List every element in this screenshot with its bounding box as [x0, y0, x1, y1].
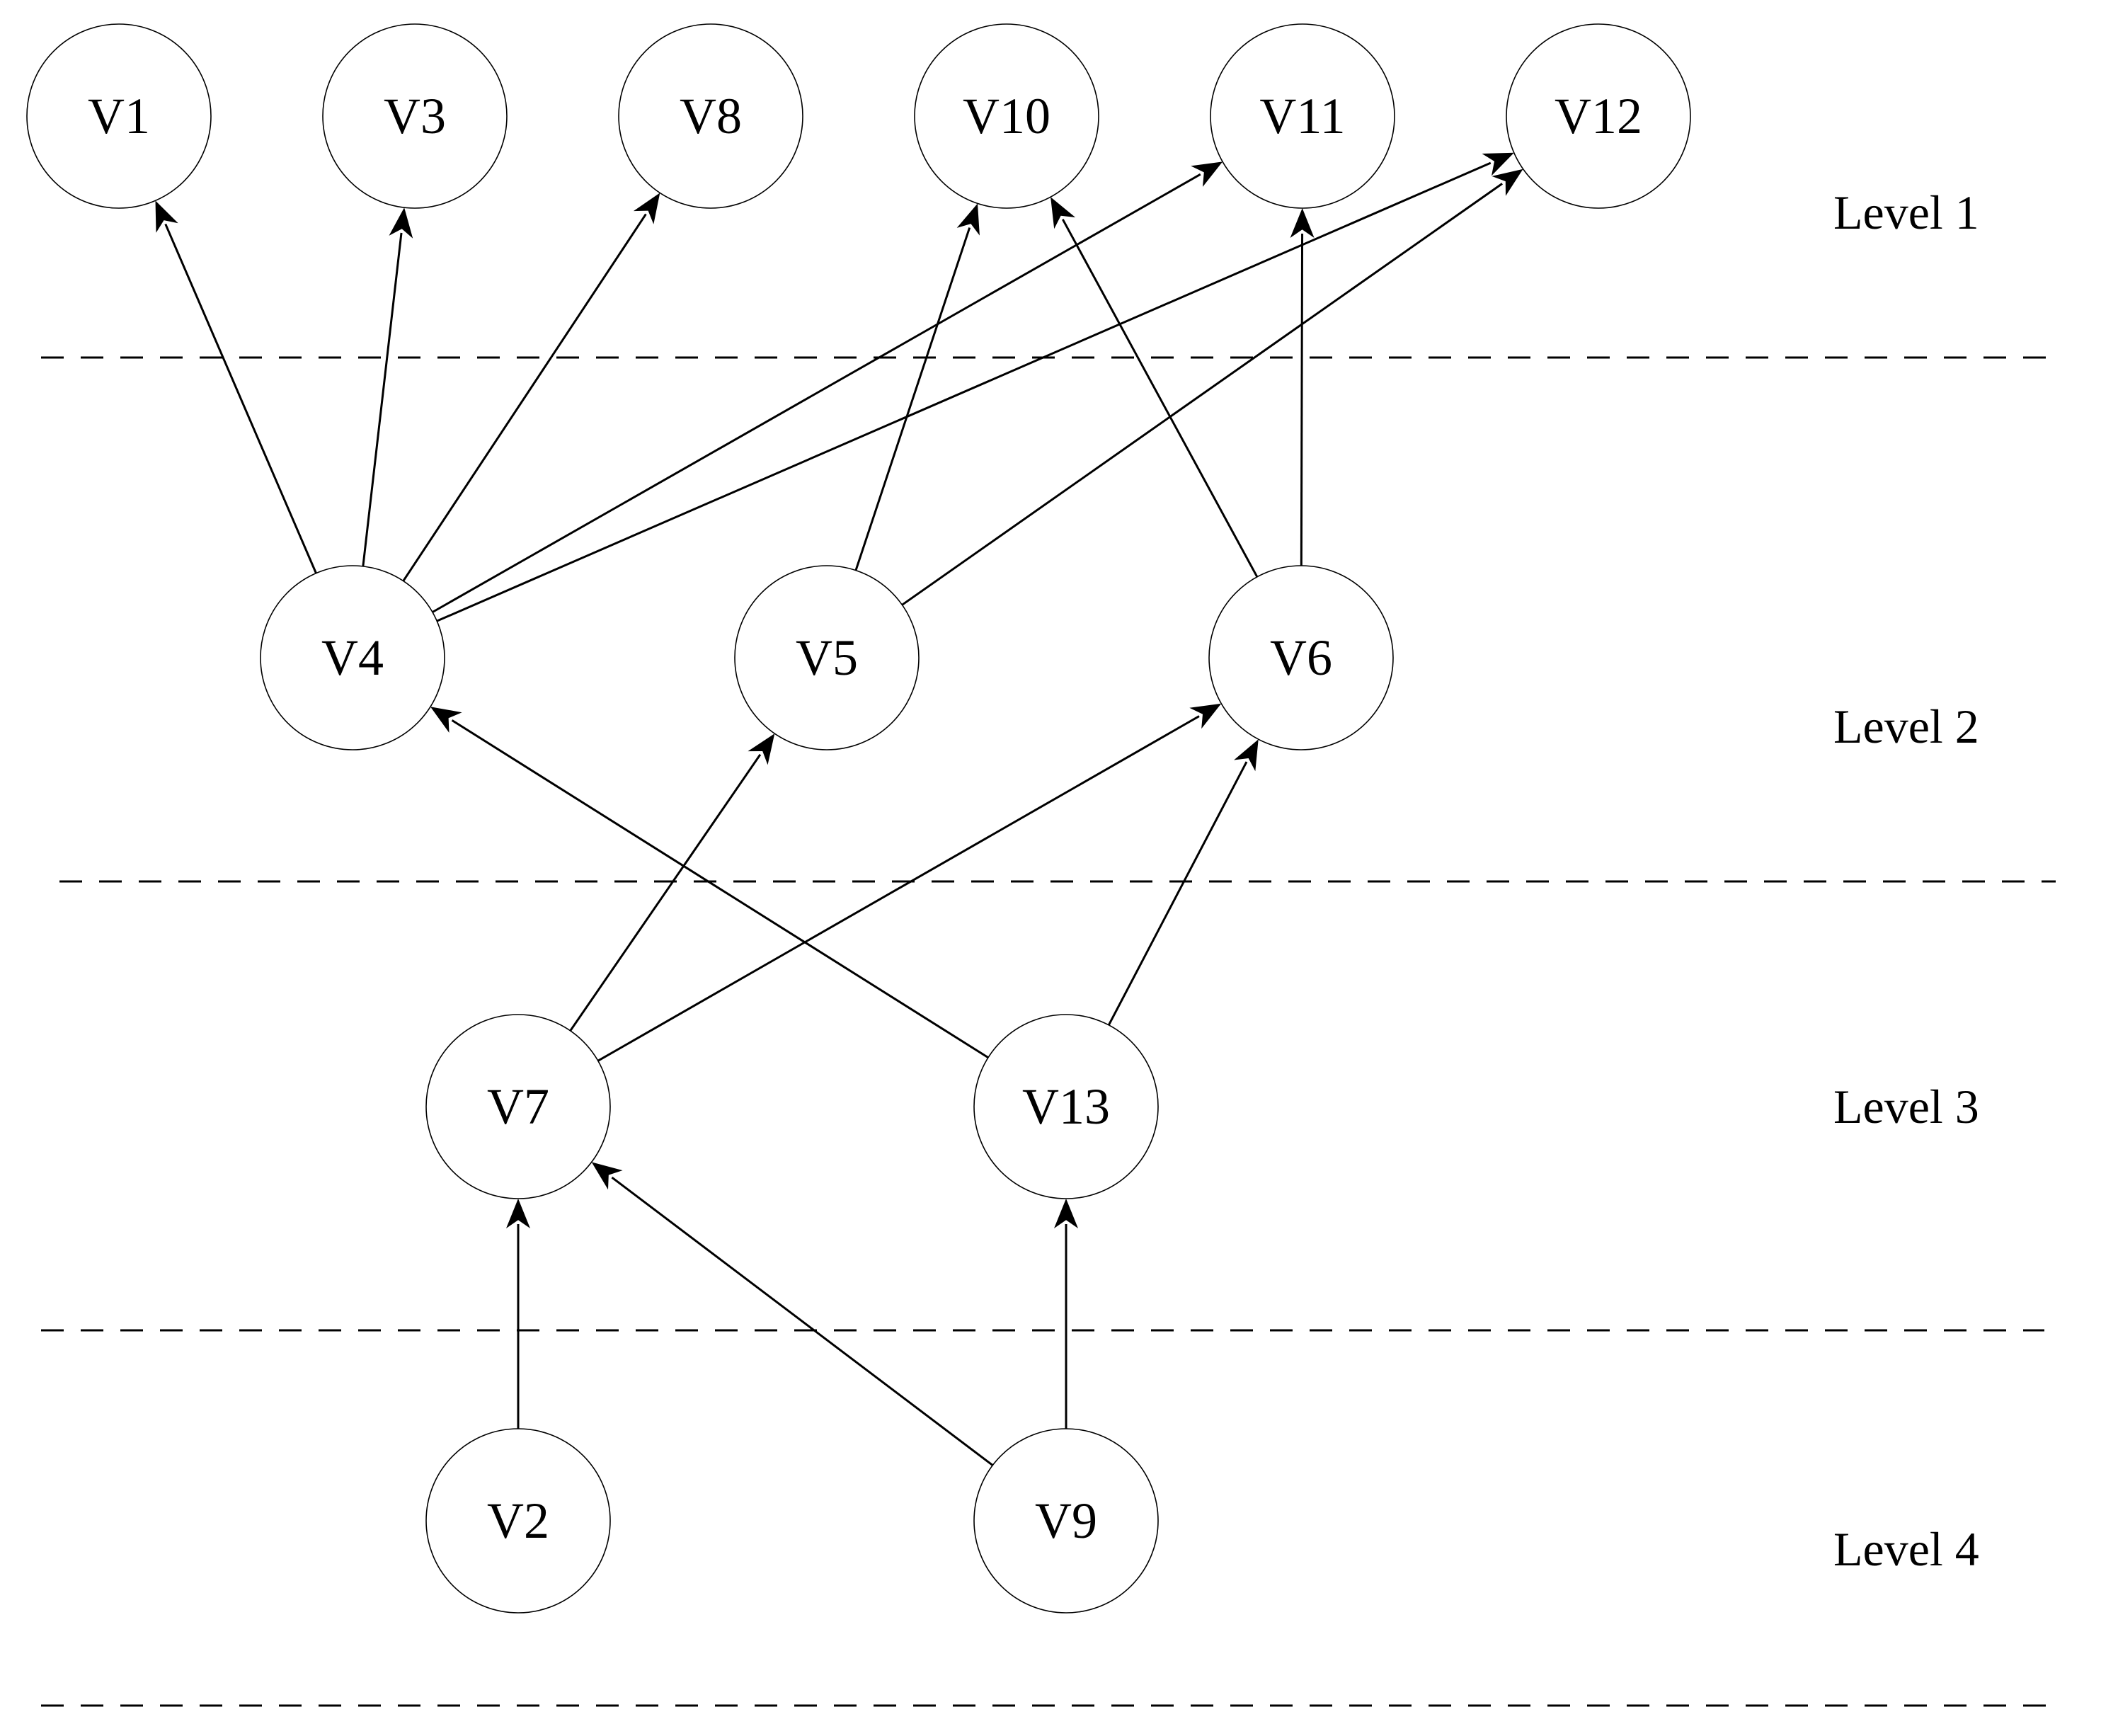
edge-v2-to-v7 [506, 1199, 530, 1429]
node-label: V4 [321, 629, 384, 686]
node-circle [1506, 23, 1691, 209]
node-label: V11 [1259, 88, 1345, 144]
level-label-3: Level 3 [1833, 1080, 1979, 1133]
node-v7: V7 [425, 1014, 611, 1199]
node-circle [973, 1014, 1159, 1199]
node-circle [1210, 23, 1395, 209]
edge-v9-to-v13 [1054, 1199, 1078, 1429]
edge-v6-to-v10 [1050, 197, 1259, 578]
arrow-head [956, 203, 980, 236]
edge-line [1107, 761, 1248, 1026]
edge-v7-to-v6 [597, 703, 1222, 1062]
edge-line [1300, 233, 1304, 566]
arrow-head [155, 200, 178, 233]
edge-line [432, 173, 1201, 613]
node-circle [322, 23, 508, 209]
arrow-head [1290, 208, 1315, 238]
edge-line [436, 161, 1492, 622]
edge-v4-to-v3 [362, 207, 413, 567]
arrow-head [1234, 739, 1259, 772]
arrow-head [633, 193, 660, 224]
node-v8: V8 [618, 23, 803, 209]
edge-line [1061, 219, 1259, 578]
node-circle [26, 23, 212, 209]
node-label: V5 [796, 629, 858, 686]
edge-v6-to-v11 [1290, 208, 1315, 566]
level-dividers [41, 356, 2056, 1707]
arrow-head [1189, 703, 1222, 729]
node-label: V12 [1555, 88, 1642, 144]
arrow-head [1482, 152, 1514, 176]
node-label: V1 [88, 88, 150, 144]
node-label: V6 [1270, 629, 1332, 686]
edge-line [362, 232, 403, 567]
node-circle [973, 1428, 1159, 1614]
node-v10: V10 [914, 23, 1099, 209]
level-label-4: Level 4 [1833, 1522, 1979, 1576]
arrow-head [591, 1162, 623, 1190]
node-v11: V11 [1210, 23, 1395, 209]
arrow-head [1191, 161, 1223, 187]
node-v6: V6 [1208, 565, 1394, 750]
node-circle [914, 23, 1099, 209]
node-v2: V2 [425, 1428, 611, 1614]
edge-line [611, 1176, 994, 1466]
edge-v13-to-v6 [1107, 739, 1259, 1026]
node-label: V13 [1022, 1078, 1110, 1135]
node-circle [425, 1014, 611, 1199]
node-v1: V1 [26, 23, 212, 209]
arrow-head [1492, 169, 1523, 196]
edge-line [597, 715, 1200, 1062]
edge-line [901, 183, 1503, 606]
edge-v9-to-v7 [591, 1162, 994, 1466]
edge-line [402, 213, 647, 582]
edge-v4-to-v11 [432, 161, 1223, 613]
edge-v5-to-v12 [901, 169, 1523, 606]
edges [155, 152, 1523, 1466]
node-v5: V5 [734, 565, 920, 750]
arrow-head [506, 1199, 530, 1228]
arrow-head [1050, 197, 1076, 229]
node-circle [618, 23, 803, 209]
edge-line [854, 227, 971, 571]
node-label: V3 [384, 88, 446, 144]
node-label: V7 [487, 1078, 549, 1135]
arrow-head [430, 707, 462, 733]
edge-v4-to-v1 [155, 200, 317, 574]
edge-v4-to-v12 [436, 152, 1514, 622]
node-label: V8 [680, 88, 742, 144]
level-labels: Level 1 Level 2 Level 3 Level 4 [1833, 185, 1979, 1576]
edge-v13-to-v4 [430, 707, 989, 1059]
node-label: V10 [963, 88, 1050, 144]
node-v4: V4 [260, 565, 445, 750]
edge-line [164, 223, 317, 574]
edge-line [569, 753, 762, 1032]
node-circle [260, 565, 445, 750]
edge-v7-to-v5 [569, 733, 775, 1032]
edge-v4-to-v8 [402, 193, 660, 582]
node-label: V2 [487, 1492, 549, 1549]
node-v12: V12 [1506, 23, 1691, 209]
arrow-head [1054, 1199, 1078, 1228]
node-circle [425, 1428, 611, 1614]
level-label-2: Level 2 [1833, 699, 1979, 753]
node-label: V9 [1035, 1492, 1097, 1549]
node-v3: V3 [322, 23, 508, 209]
node-v13: V13 [973, 1014, 1159, 1199]
arrow-head [389, 207, 413, 239]
arrow-head [748, 733, 775, 765]
node-circle [1208, 565, 1394, 750]
node-circle [734, 565, 920, 750]
edge-v5-to-v10 [854, 203, 980, 571]
level-label-1: Level 1 [1833, 185, 1979, 239]
edge-line [451, 719, 989, 1059]
node-v9: V9 [973, 1428, 1159, 1614]
